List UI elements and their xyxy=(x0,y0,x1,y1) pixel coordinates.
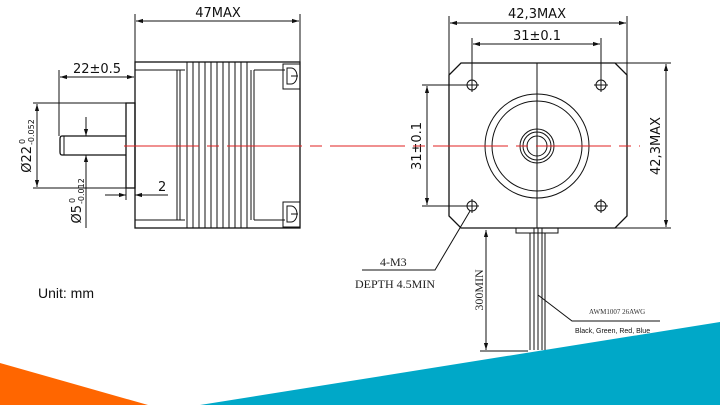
mounting-hole-icon xyxy=(465,199,479,213)
boss-height-dimension: 2 xyxy=(158,180,166,195)
mounting-hole-icon xyxy=(594,199,608,213)
side-view: 47MAX 22±0.5 Ø22 0 -0.052 Ø5 0 -0.012 2 xyxy=(18,6,301,229)
svg-text:0: 0 xyxy=(18,139,27,144)
svg-text:-0.052: -0.052 xyxy=(27,119,36,145)
screw-head-top-icon xyxy=(282,63,301,90)
svg-text:0: 0 xyxy=(68,198,77,203)
shaft xyxy=(59,135,126,156)
front-view: 42,3MAX 31±0.1 31±0.1 42,3MAX 300MIN 4-M… xyxy=(355,7,671,352)
shaft-length-dimension: 22±0.5 xyxy=(73,62,121,77)
cooling-fins xyxy=(186,62,248,228)
wire-spec: AWM1007 26AWG xyxy=(589,308,645,316)
mounting-hole-icon xyxy=(594,78,608,92)
svg-text:Ø5: Ø5 xyxy=(70,205,85,224)
screw-head-bottom-icon xyxy=(282,201,301,228)
hole-spacing-horizontal: 31±0.1 xyxy=(513,29,561,44)
length-dimension: 47MAX xyxy=(195,6,241,21)
wire-colors: Black, Green, Red, Blue xyxy=(575,328,650,335)
cable-length-dimension: 300MIN xyxy=(472,269,486,311)
cable-wires xyxy=(529,228,546,350)
shaft-diameter-dimension: Ø5 0 -0.012 xyxy=(68,178,86,223)
unit-label: Unit: mm xyxy=(38,285,94,301)
hole-callout: 4-M3 xyxy=(380,255,407,269)
mounting-hole-icon xyxy=(465,78,479,92)
teal-accent-shape xyxy=(200,322,720,405)
height-dimension: 42,3MAX xyxy=(649,117,664,175)
boss-diameter-dimension: Ø22 0 -0.052 xyxy=(18,119,36,173)
svg-text:Ø22: Ø22 xyxy=(20,146,35,173)
cable-connector xyxy=(515,227,559,234)
orange-accent-shape xyxy=(0,363,148,405)
svg-text:-0.012: -0.012 xyxy=(77,178,86,204)
width-dimension: 42,3MAX xyxy=(508,7,566,22)
hole-depth: DEPTH 4.5MIN xyxy=(355,277,435,291)
